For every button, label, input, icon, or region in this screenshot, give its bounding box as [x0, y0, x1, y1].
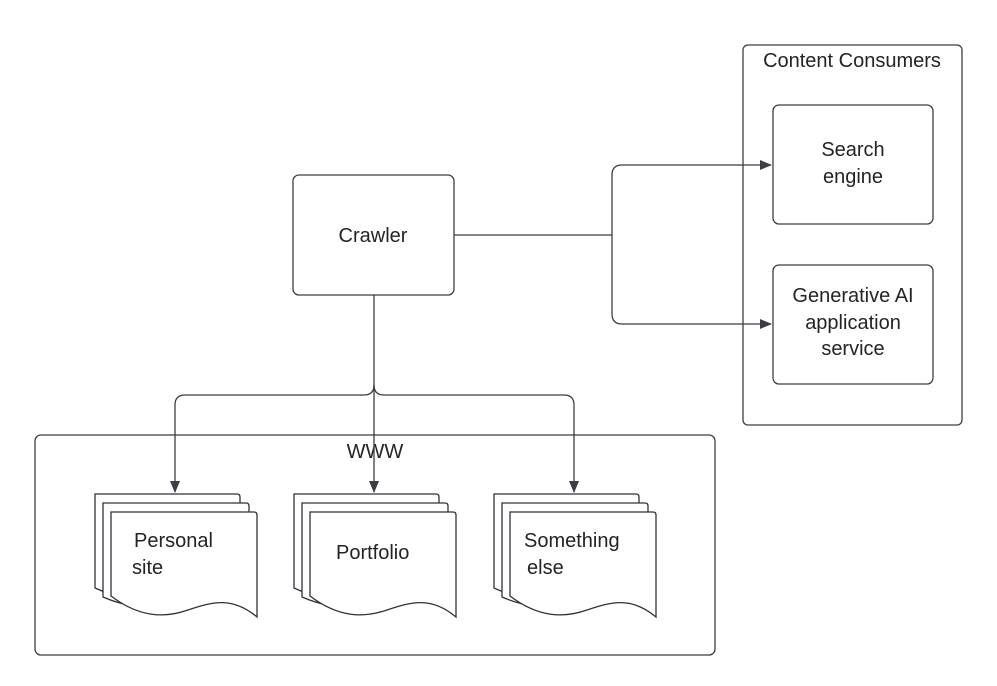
search-engine-label-line1: Search: [821, 139, 884, 161]
doc-something-else[interactable]: Something else: [493, 493, 657, 619]
content-consumers-title: Content Consumers: [763, 50, 941, 72]
www-title: WWW: [347, 441, 404, 463]
generative-ai-label-line2: application: [805, 312, 901, 334]
crawler-node[interactable]: Crawler: [292, 174, 455, 296]
search-engine-node[interactable]: Search engine: [772, 104, 934, 225]
doc-something-else-line1: Something: [524, 530, 620, 552]
doc-portfolio-line1: Portfolio: [336, 542, 409, 564]
content-consumers-group: Content Consumers Search engine Generati…: [742, 44, 963, 426]
crawler-to-consumers-connectors: [454, 160, 772, 329]
doc-personal-site-line1: Personal: [134, 530, 213, 552]
crawler-to-www-connectors: [170, 295, 579, 493]
doc-something-else-line2: else: [527, 557, 564, 579]
crawler-label: Crawler: [339, 225, 408, 247]
arrow-to-search-engine: [454, 160, 772, 236]
search-engine-label-line2: engine: [823, 166, 883, 188]
doc-personal-site[interactable]: Personal site: [94, 493, 258, 619]
doc-personal-site-line2: site: [132, 557, 163, 579]
doc-portfolio[interactable]: Portfolio: [293, 493, 457, 619]
arrow-to-generative-ai: [611, 235, 772, 329]
generative-ai-label-line3: service: [821, 338, 884, 360]
arrow-to-personal-site: [170, 384, 375, 493]
generative-ai-label-line1: Generative AI: [792, 285, 913, 307]
arrow-to-something-else: [373, 384, 579, 493]
generative-ai-node[interactable]: Generative AI application service: [772, 264, 934, 385]
